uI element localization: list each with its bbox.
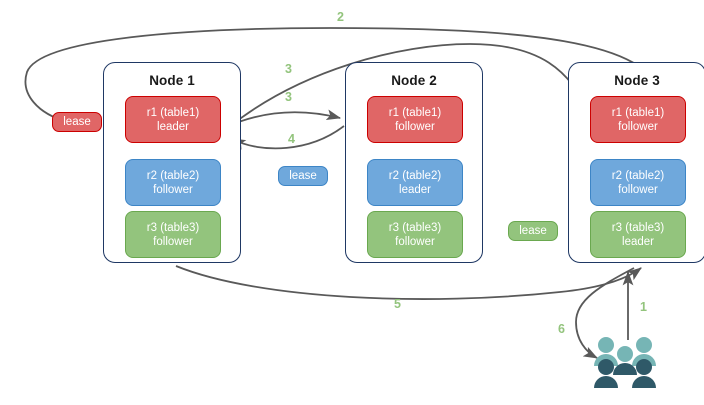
replica-role-n3r3: leader xyxy=(622,235,654,248)
replica-n1r3[interactable]: r3 (table3)follower xyxy=(125,211,221,258)
lease-green[interactable]: lease xyxy=(508,221,558,241)
step-1-label: 1 xyxy=(640,300,647,314)
replica-name-n2r2: r2 (table2) xyxy=(388,169,442,182)
replica-name-n1r3: r3 (table3) xyxy=(146,221,200,234)
replica-n2r1[interactable]: r1 (table1)follower xyxy=(367,96,463,143)
lease-red[interactable]: lease xyxy=(52,112,102,132)
replica-role-n3r2: follower xyxy=(618,183,658,196)
step-3a-label: 3 xyxy=(285,62,292,76)
replica-name-n3r3: r3 (table3) xyxy=(611,221,665,234)
replica-n3r2[interactable]: r2 (table2)follower xyxy=(590,159,686,206)
replica-name-n3r2: r2 (table2) xyxy=(611,169,665,182)
replica-n3r1[interactable]: r1 (table1)follower xyxy=(590,96,686,143)
lease-blue[interactable]: lease xyxy=(278,166,328,186)
replica-name-n2r3: r3 (table3) xyxy=(388,221,442,234)
step-4-label: 4 xyxy=(288,132,295,146)
users-group-glyph xyxy=(594,337,656,388)
replica-name-n1r2: r2 (table2) xyxy=(146,169,200,182)
replica-n1r2[interactable]: r2 (table2)follower xyxy=(125,159,221,206)
replica-role-n2r3: follower xyxy=(395,235,435,248)
replica-n2r2[interactable]: r2 (table2)leader xyxy=(367,159,463,206)
replica-name-n2r1: r1 (table1) xyxy=(388,106,442,119)
node-title-node2: Node 2 xyxy=(391,73,437,88)
arrow-step-5 xyxy=(175,265,642,300)
replica-role-n1r2: follower xyxy=(153,183,193,196)
step-5-label: 5 xyxy=(394,297,401,311)
replica-role-n2r2: leader xyxy=(399,183,431,196)
node-title-node1: Node 1 xyxy=(149,73,195,88)
replica-role-n2r1: follower xyxy=(395,120,435,133)
arrow-step-3-to-node2 xyxy=(225,109,342,128)
replica-n3r3[interactable]: r3 (table3)leader xyxy=(590,211,686,258)
users-group-icon[interactable] xyxy=(592,336,658,393)
node-title-node3: Node 3 xyxy=(614,73,660,88)
replica-n1r1[interactable]: r1 (table1)leader xyxy=(125,96,221,143)
replica-n2r3[interactable]: r3 (table3)follower xyxy=(367,211,463,258)
replica-role-n3r1: follower xyxy=(618,120,658,133)
step-6-label: 6 xyxy=(558,322,565,336)
step-2-label: 2 xyxy=(337,10,344,24)
replica-name-n1r1: r1 (table1) xyxy=(146,106,200,119)
step-3b-label: 3 xyxy=(285,90,292,104)
replica-role-n1r1: leader xyxy=(157,120,189,133)
replica-role-n1r3: follower xyxy=(153,235,193,248)
replica-name-n3r1: r1 (table1) xyxy=(611,106,665,119)
